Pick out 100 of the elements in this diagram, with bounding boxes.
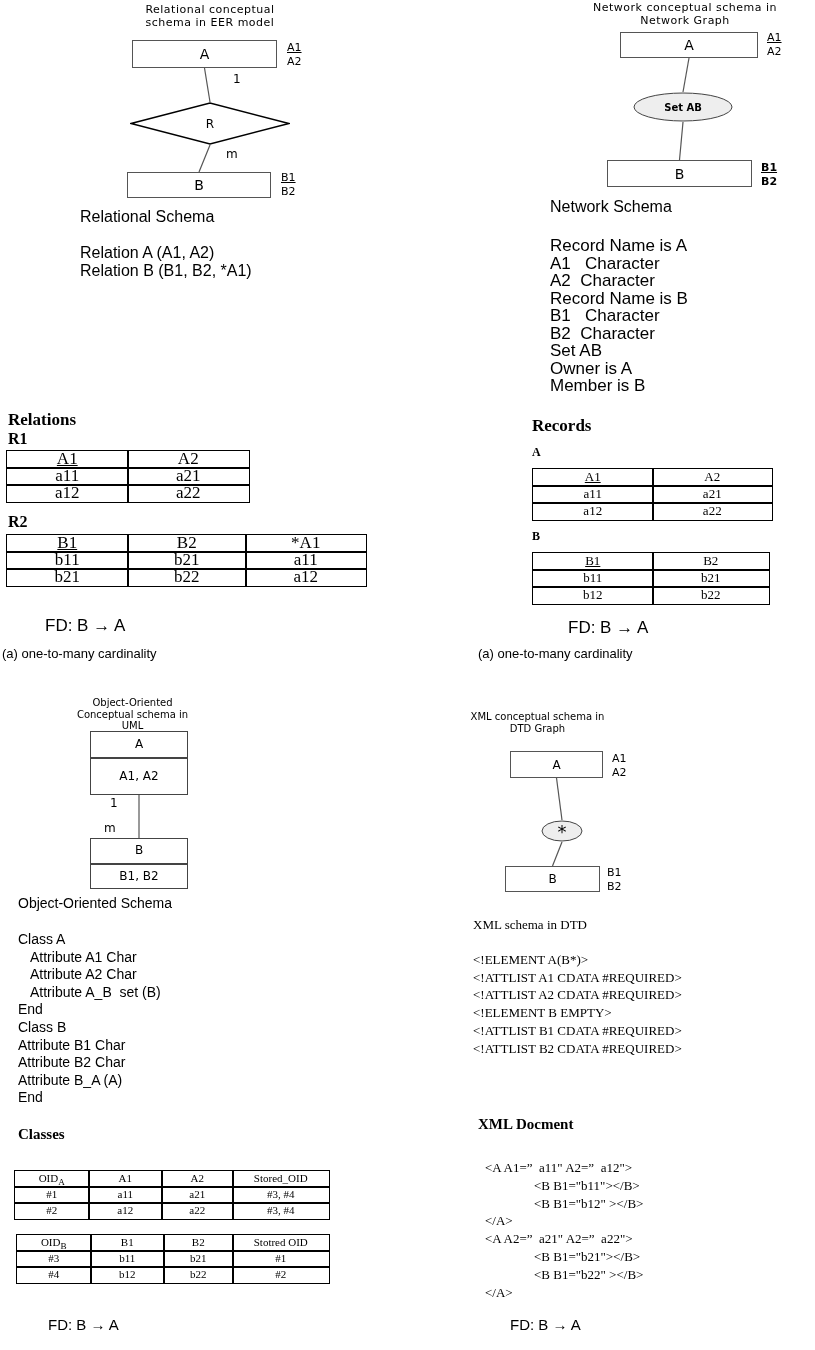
- section-heading: Records: [532, 416, 592, 436]
- table-cell: a12: [88, 1202, 163, 1220]
- set-name: *: [557, 820, 567, 842]
- class-box: [90, 838, 188, 889]
- table-cell: a22: [161, 1202, 234, 1220]
- entity-box: B: [127, 172, 271, 198]
- panel-heading: Object-Oriented Conceptual schema in UML: [75, 697, 190, 732]
- schema-line: Owner is A: [550, 358, 633, 379]
- schema-line: Relation B (B1, B2, *A1): [80, 262, 252, 281]
- schema-line: Member is B: [550, 376, 646, 396]
- table-cell: OID$_{A}$: [14, 1170, 90, 1188]
- code-line: <B B1="b11"></B>: [534, 1178, 640, 1194]
- entity-box: B: [505, 866, 600, 892]
- code-line: <B B1="b12" ></B>: [534, 1196, 644, 1212]
- schema-line: <!ELEMENT A(B*)>: [473, 953, 589, 968]
- attribute-label: A1: [287, 41, 302, 55]
- connector-line: [678, 121, 684, 161]
- connector-line: [138, 794, 140, 839]
- attribute-label: B1: [281, 171, 296, 185]
- connector-line: [682, 57, 690, 93]
- dependency-text: FD: B → A: [48, 1316, 119, 1334]
- table-cell: *A1: [245, 534, 367, 553]
- table-cell: a11: [6, 467, 129, 486]
- panel-heading: Relational conceptual schema in EER model: [144, 4, 276, 30]
- table-cell: b22: [652, 586, 770, 605]
- schema-line: A2 Character: [550, 271, 655, 291]
- table-cell: A1: [6, 450, 129, 469]
- schema-line: Record Name is A: [550, 236, 687, 256]
- panel-heading: Network conceptual schema in Network Graph: [591, 2, 779, 28]
- attribute-label: A2: [767, 45, 782, 59]
- schema-line: <!ATTLIST B2 CDATA #REQUIRED>: [473, 1041, 682, 1057]
- table-cell: #2: [14, 1202, 90, 1220]
- class-attributes: B1, B2: [90, 864, 188, 889]
- table-cell: B1: [6, 534, 129, 553]
- table-cell: B2: [163, 1234, 234, 1252]
- table-cell: a12: [532, 502, 654, 521]
- schema-line: Attribute A1 Char: [30, 948, 137, 965]
- schema-line: End: [18, 1001, 43, 1018]
- dependency-text: FD: B → A: [45, 616, 126, 636]
- section-heading: XML Docment: [478, 1116, 574, 1134]
- table-cell: a22: [127, 484, 250, 503]
- schema-line: <!ELEMENT B EMPTY>: [473, 1006, 612, 1022]
- attribute-label: A1: [767, 31, 782, 45]
- class-name: B: [90, 838, 188, 864]
- dependency-text: FD: B → A: [510, 1316, 581, 1334]
- attribute-label: A1: [612, 752, 627, 766]
- schema-line: Set AB: [550, 341, 602, 361]
- entity-box: A: [510, 751, 603, 778]
- schema-line: Class A: [18, 931, 66, 948]
- section-heading: Network Schema: [550, 198, 672, 217]
- dependency-text: FD: B → A: [568, 618, 649, 638]
- table-cell: Stotred OID: [232, 1234, 330, 1252]
- figure-caption: (a) one-to-many cardinality: [478, 647, 633, 662]
- table-cell: a11: [245, 551, 367, 570]
- connector-line: [203, 67, 211, 103]
- table-cell: a11: [88, 1186, 163, 1204]
- cardinality-label: m: [226, 148, 238, 162]
- attribute-label: A2: [287, 55, 302, 69]
- attribute-label: B2: [607, 880, 622, 894]
- code-line: </A>: [485, 1285, 513, 1301]
- table-cell: OID$_{B}$: [16, 1234, 92, 1252]
- attribute-label: B2: [281, 185, 296, 199]
- table-name: R2: [8, 513, 28, 532]
- table-cell: a12: [6, 484, 129, 503]
- set-ellipse: [633, 92, 733, 122]
- section-heading: Classes: [18, 1126, 65, 1144]
- table-cell: #3, #4: [232, 1202, 330, 1220]
- table-cell: b21: [163, 1250, 234, 1268]
- table-cell: b22: [127, 568, 247, 587]
- code-line: <B B1="b21"></B>: [534, 1250, 641, 1265]
- table-cell: A2: [127, 450, 250, 469]
- table-cell: a22: [652, 502, 773, 521]
- set-name: Set AB: [664, 101, 702, 113]
- table-cell: a11: [532, 485, 654, 504]
- table-cell: b11: [532, 569, 654, 588]
- connector-line: [555, 777, 563, 821]
- table-name: B: [532, 530, 540, 544]
- table-cell: A2: [161, 1170, 234, 1188]
- table-cell: #1: [232, 1250, 330, 1268]
- table-cell: B1: [90, 1234, 165, 1252]
- table-cell: #1: [14, 1186, 90, 1204]
- table-cell: a12: [245, 568, 367, 587]
- table-cell: A1: [532, 468, 654, 487]
- schema-line: Relation A (A1, A2): [80, 244, 215, 263]
- table-cell: A2: [652, 468, 773, 487]
- cardinality-label: 1: [233, 73, 241, 87]
- cardinality-label: m: [104, 822, 116, 836]
- class-attributes: A1, A2: [90, 758, 188, 795]
- table-cell: b11: [6, 551, 129, 570]
- code-line: <A A2=” a21" A2=” a22">: [485, 1232, 633, 1248]
- section-heading: Relational Schema: [80, 208, 215, 227]
- table-name: A: [532, 446, 541, 460]
- table-cell: b12: [532, 586, 654, 605]
- schema-line: Record Name is B: [550, 288, 688, 309]
- table-cell: a21: [127, 467, 250, 486]
- table-cell: #2: [232, 1266, 330, 1284]
- table-cell: b21: [6, 568, 129, 587]
- code-line: <B B1="b22" ></B>: [534, 1267, 644, 1283]
- table-cell: #3: [16, 1250, 92, 1268]
- section-heading: Relations: [8, 410, 76, 430]
